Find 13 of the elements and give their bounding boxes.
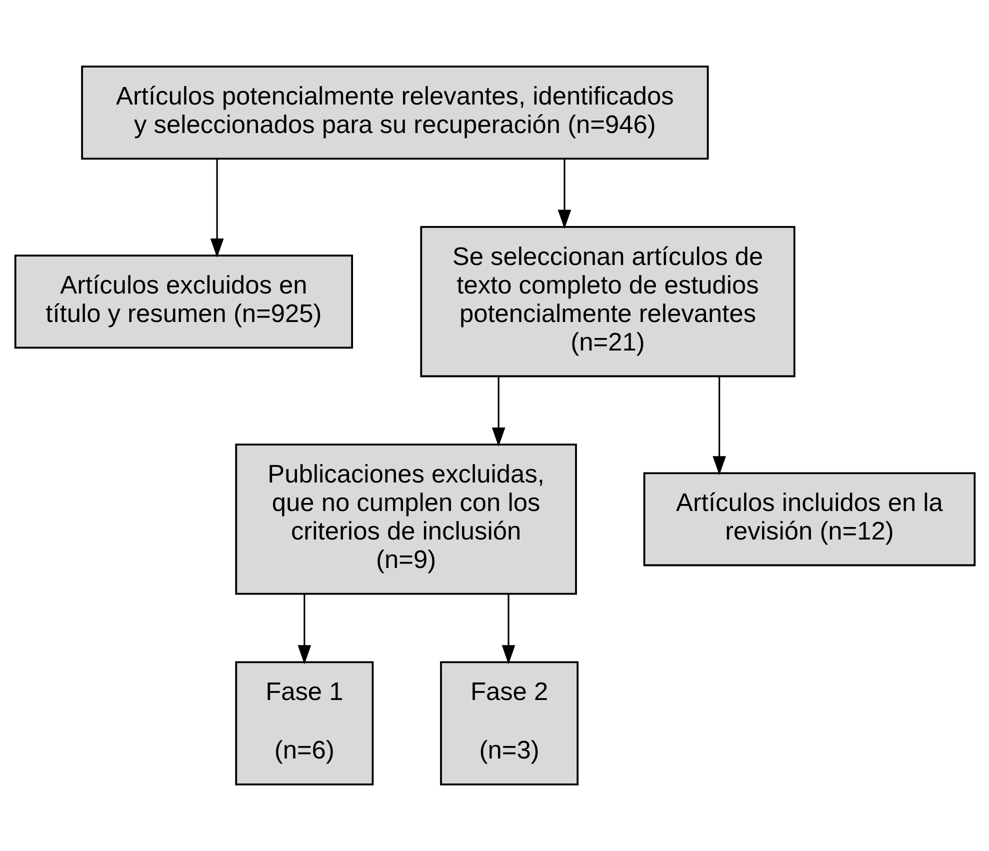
arrow <box>210 158 224 258</box>
node-box: Publicaciones excluidas, que no cumplen con los criterios de inclusión (n=9) <box>234 444 576 595</box>
node-box: Fase 1 (n=6) <box>234 661 374 786</box>
arrow <box>297 594 311 664</box>
arrow <box>491 376 505 447</box>
node-box: Se seleccionan artículos de texto completo de estudios potencialmente relevantes (n=21) <box>420 226 795 378</box>
node-box: Artículos incluidos en la revisión (n=12) <box>642 472 976 566</box>
node-box: Artículos excluidos en título y resumen (n=925) <box>14 254 353 349</box>
arrow <box>712 376 726 476</box>
arrow <box>501 594 515 664</box>
arrow <box>557 158 571 229</box>
node-box: Fase 2 (n=3) <box>440 661 578 786</box>
node-box: Artículos potencialmente relevantes, identificados y seleccionados para su recuperación (n=946) <box>80 66 708 160</box>
